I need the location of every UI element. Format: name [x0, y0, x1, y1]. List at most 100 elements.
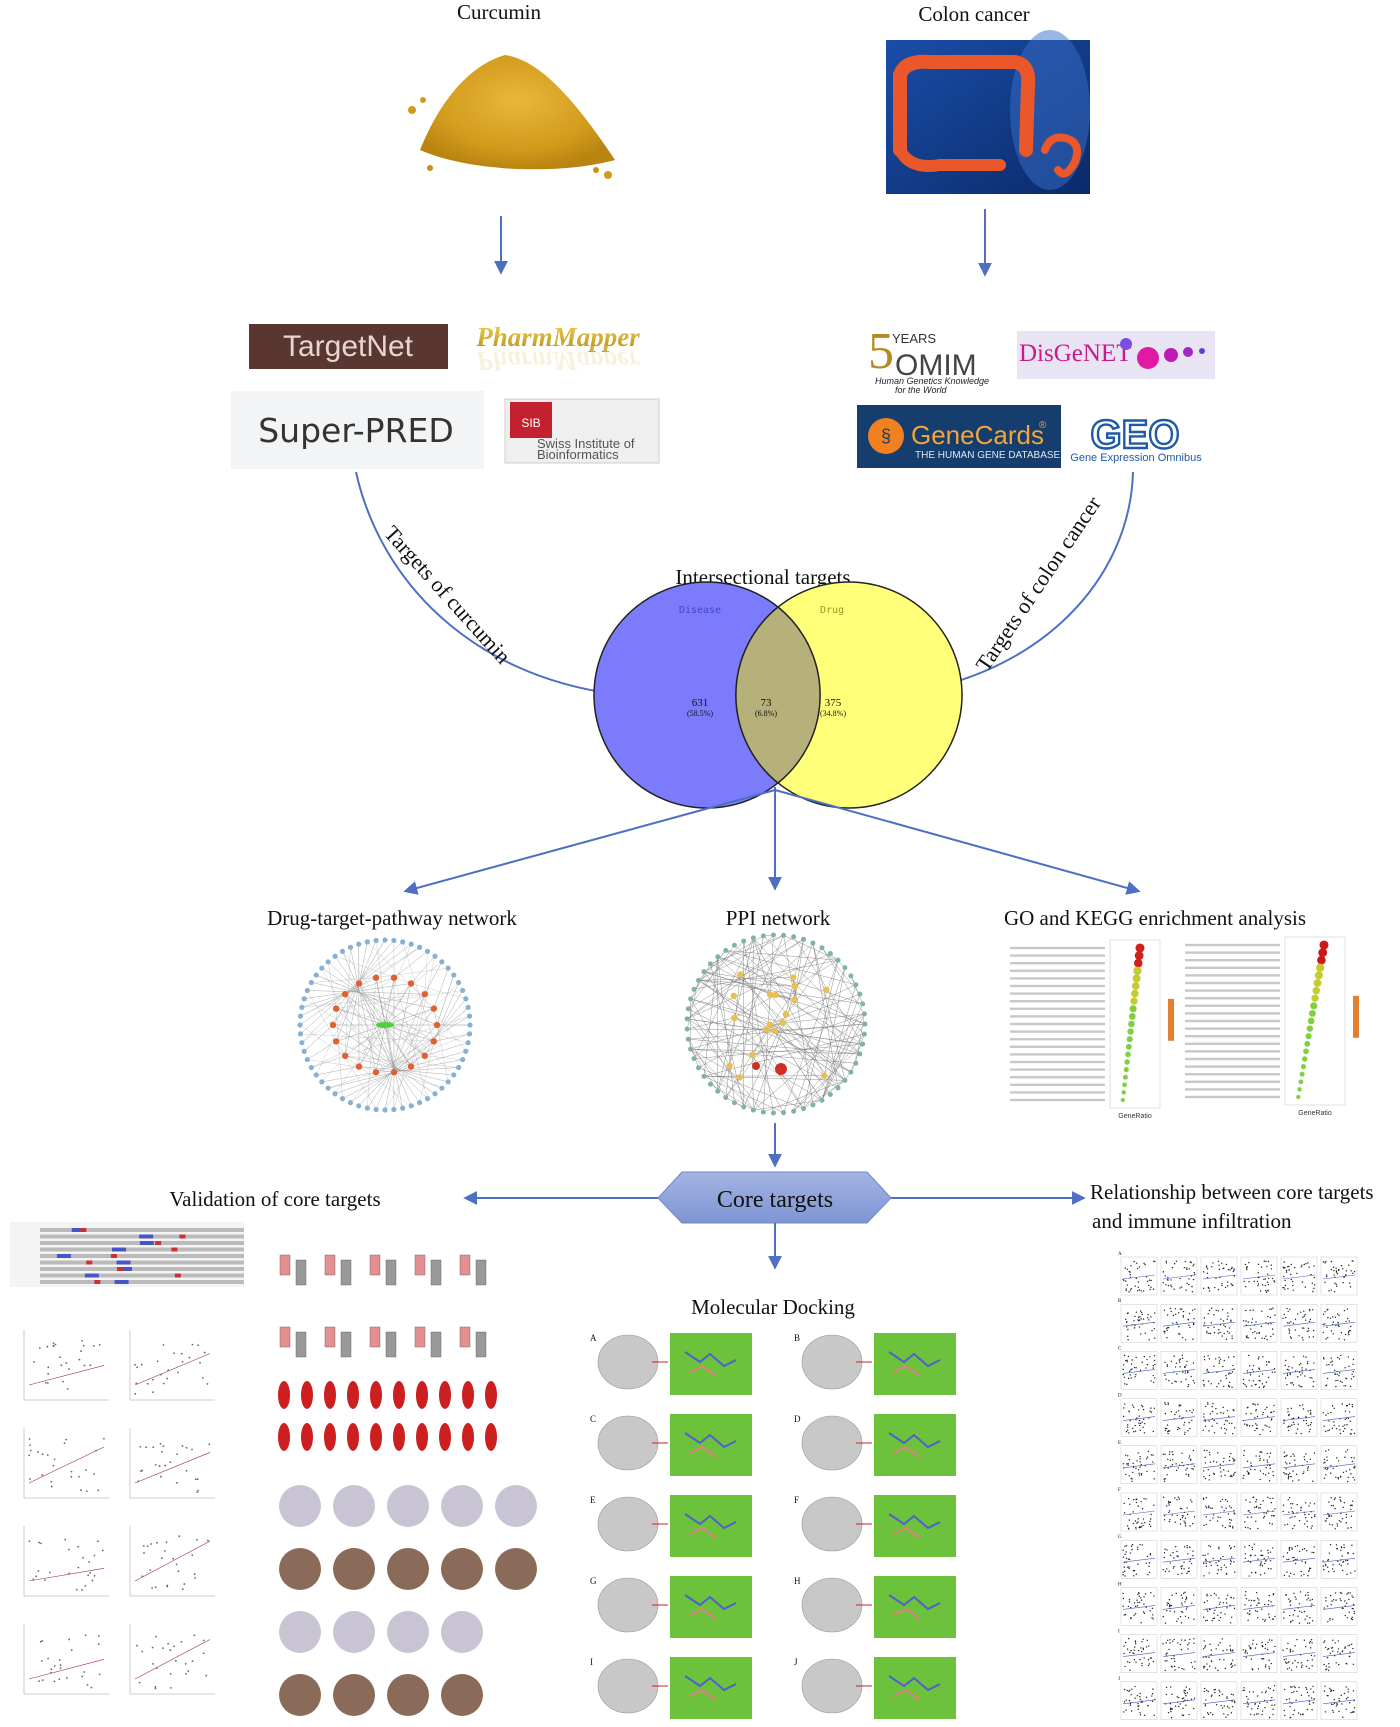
- scatter-point: [1140, 1472, 1143, 1475]
- scatter-point: [1186, 1268, 1188, 1271]
- scatter-point: [1336, 1457, 1338, 1459]
- scatter-point: [1193, 1667, 1196, 1670]
- scatter-point: [93, 1554, 96, 1557]
- scatter-point: [1202, 1562, 1205, 1565]
- scatter-point: [1229, 1649, 1232, 1652]
- scatter-point: [1230, 1666, 1233, 1668]
- scatter-point: [1180, 1622, 1183, 1624]
- scatter-point: [1258, 1331, 1260, 1334]
- scatter-point: [1147, 1314, 1149, 1316]
- regression-line: [1242, 1699, 1276, 1705]
- scatter-point: [1220, 1569, 1222, 1571]
- scatter-point: [1290, 1382, 1292, 1384]
- scatter-point: [1179, 1643, 1182, 1646]
- scatter-point: [59, 1664, 62, 1667]
- scatter-point: [1305, 1422, 1308, 1425]
- term-label-bar: [1010, 969, 1105, 972]
- scatter-point: [1193, 1263, 1195, 1266]
- scatter-point: [1169, 1562, 1171, 1564]
- scatter-point: [1219, 1324, 1222, 1326]
- scatter-point: [97, 1634, 100, 1637]
- scatter-point: [1206, 1268, 1209, 1270]
- scatter-point: [1225, 1598, 1227, 1600]
- scatter-point: [1124, 1545, 1126, 1547]
- scatter-point: [1173, 1557, 1175, 1559]
- immune-scatter-frame: [1200, 1256, 1238, 1296]
- scatter-point: [1326, 1657, 1329, 1659]
- scatter-point: [1184, 1525, 1187, 1527]
- scatter-point: [1223, 1469, 1225, 1471]
- scatter-point: [1124, 1553, 1126, 1556]
- scatter-point: [1269, 1687, 1271, 1690]
- ppi-network-graph: [684, 932, 868, 1116]
- scatter-point: [1329, 1523, 1331, 1525]
- scatter-point: [1128, 1519, 1131, 1521]
- scatter-point: [1330, 1330, 1333, 1332]
- scatter-point: [1245, 1598, 1248, 1600]
- network-node: [421, 1052, 429, 1060]
- scatter-point: [1138, 1319, 1141, 1321]
- scatter-point: [1148, 1417, 1150, 1419]
- scatter-point: [1150, 1286, 1152, 1289]
- scatter-point: [1328, 1666, 1330, 1668]
- ligand-structure: [893, 1526, 921, 1539]
- scatter-point: [1261, 1641, 1263, 1644]
- scatter-point: [1166, 1364, 1168, 1366]
- scatter-point: [1173, 1657, 1175, 1660]
- scatter-point: [1185, 1364, 1187, 1366]
- scatter-point: [1137, 1319, 1139, 1321]
- scatter-point: [1286, 1698, 1288, 1701]
- scatter-point: [1283, 1275, 1285, 1278]
- scatter-point: [1215, 1407, 1217, 1410]
- scatter-point: [1212, 1557, 1214, 1560]
- scatter-point: [1337, 1476, 1339, 1479]
- immune-scatter-frame: [1120, 1351, 1158, 1390]
- scatter-point: [1231, 1337, 1233, 1340]
- regression-line: [1282, 1463, 1316, 1469]
- immune-scatter-frame: [1320, 1492, 1358, 1532]
- scatter-point: [1183, 1568, 1185, 1570]
- scatter-point: [1234, 1471, 1236, 1474]
- scatter-point: [1270, 1411, 1273, 1414]
- scatter-point: [1343, 1309, 1346, 1312]
- scatter-point: [1230, 1319, 1232, 1321]
- scatter-point: [151, 1646, 154, 1649]
- scatter-point: [1129, 1289, 1132, 1291]
- scatter-point: [1230, 1663, 1232, 1666]
- scatter-point: [1168, 1379, 1170, 1382]
- scatter-point: [1205, 1405, 1207, 1408]
- network-node: [857, 991, 863, 997]
- scatter-point: [1263, 1260, 1265, 1262]
- mutation-row: [40, 1273, 244, 1278]
- scatter-point: [1137, 1281, 1139, 1283]
- scatter-point: [1343, 1339, 1346, 1341]
- scatter-point: [1323, 1663, 1325, 1666]
- enrichment-dot: [1318, 948, 1328, 957]
- scatter-point: [1138, 1415, 1140, 1417]
- venn-disease-pct: (58.5%): [687, 709, 713, 718]
- regression-line: [1122, 1463, 1156, 1469]
- scatter-point: [1291, 1556, 1294, 1559]
- scatter-point: [1185, 1378, 1187, 1380]
- scatter-point: [1129, 1273, 1131, 1276]
- scatter-point: [1331, 1647, 1334, 1649]
- term-label-bar: [1185, 1019, 1280, 1023]
- scatter-point: [1229, 1548, 1232, 1550]
- scatter-point: [1311, 1282, 1313, 1284]
- scatter-point: [1248, 1425, 1251, 1427]
- scatter-point: [1345, 1559, 1347, 1562]
- scatter-point: [1329, 1317, 1332, 1319]
- scatter-point: [1177, 1426, 1179, 1429]
- scatter-point: [1213, 1331, 1216, 1334]
- scatter-point: [1212, 1262, 1214, 1264]
- ligand-structure: [689, 1688, 717, 1701]
- immune-scatter-frame: [1200, 1303, 1238, 1343]
- scatter-point: [1226, 1607, 1228, 1609]
- scatter-point: [1245, 1267, 1248, 1269]
- scatter-point: [1170, 1604, 1173, 1607]
- scatter-point: [1138, 1419, 1141, 1422]
- scatter-point: [1244, 1286, 1247, 1288]
- regression-line: [1242, 1369, 1276, 1374]
- box-plot: [369, 1326, 381, 1348]
- scatter-point: [1254, 1404, 1257, 1406]
